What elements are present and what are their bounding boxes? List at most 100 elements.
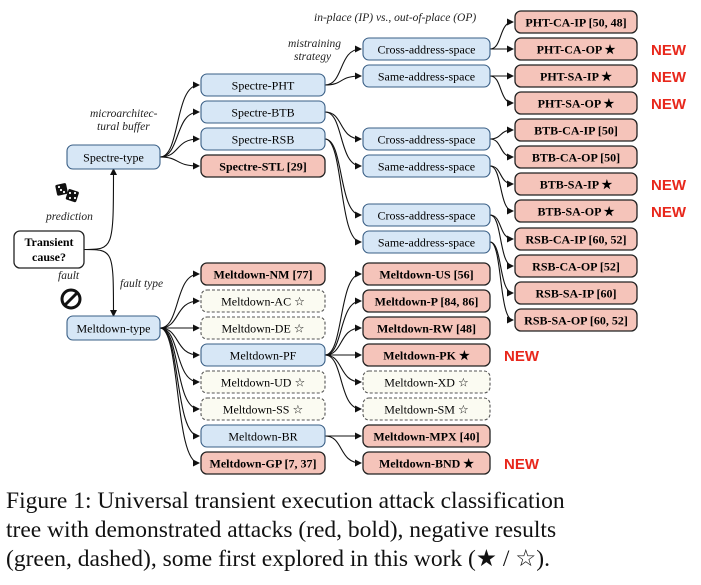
annotation-micro-2: tural buffer [97, 121, 150, 133]
node-rsb-sa: Same-address-space [362, 230, 491, 254]
node-pht-ca-ip-label: PHT-CA-IP [50, 48] [525, 15, 626, 29]
node-md-br-label: Meltdown-BR [228, 429, 297, 443]
node-btb-ca-op-label: BTB-CA-OP [50] [532, 150, 620, 164]
edge-btb_sa-to-btb_sa_op [489, 165, 514, 215]
edge-md_pf-to-md_us [324, 270, 362, 356]
annotation-fault: fault [58, 270, 80, 282]
node-rsb-sa-label: Same-address-space [378, 235, 475, 249]
node-pht-sa-ip-label: PHT-SA-IP ★ [540, 69, 612, 83]
node-spectre-rsb-label: Spectre-RSB [232, 132, 295, 146]
edge-rsb_ca-to-rsb_ca_op [489, 214, 514, 270]
new-badge: NEW [504, 456, 540, 473]
node-btb-ca-ip-label: BTB-CA-IP [50] [534, 123, 618, 137]
node-spectre-pht-label: Spectre-PHT [232, 78, 295, 92]
edge-spectre_pht-to-pht_sa [324, 72, 362, 86]
node-md-bnd-label: Meltdown-BND ★ [379, 456, 474, 470]
edge-rsb_ca-to-rsb_ca_ip [489, 214, 514, 243]
node-md-pf: Meltdown-PF [200, 343, 326, 367]
new-badge: NEW [651, 69, 687, 86]
node-pht-sa-label: Same-address-space [378, 69, 475, 83]
node-md-ud: Meltdown-UD ☆ [200, 370, 326, 394]
edge-btb_sa-to-btb_sa_ip [489, 165, 514, 188]
node-md-ac-label: Meltdown-AC ☆ [221, 294, 305, 308]
annotation-mistraining-2: strategy [294, 51, 332, 63]
node-spectre-rsb: Spectre-RSB [200, 127, 326, 151]
node-pht-ca: Cross-address-space [362, 37, 491, 61]
node-md-nm-label: Meltdown-NM [77] [214, 267, 313, 281]
edge-spectre_rsb-to-rsb_sa [324, 138, 362, 246]
node-rsb-sa-ip: RSB-SA-IP [60] [514, 281, 638, 305]
node-md-ss-label: Meltdown-SS ☆ [223, 402, 303, 416]
node-pht-ca-op-label: PHT-CA-OP ★ [537, 42, 616, 56]
node-md-mpx: Meltdown-MPX [40] [362, 424, 491, 448]
edge-root-to-spectre [83, 168, 117, 251]
new-badge: NEW [651, 96, 687, 113]
annotation-micro-1: microarchitec- [90, 108, 158, 120]
annotation-mistraining-1: mistraining [288, 38, 341, 50]
node-rsb-ca-ip-label: RSB-CA-IP [60, 52] [526, 232, 627, 246]
node-spectre-pht: Spectre-PHT [200, 73, 326, 97]
caption-line-2: tree with demonstrated attacks (red, bol… [6, 517, 557, 543]
node-meltdown-label: Meltdown-type [77, 321, 151, 335]
node-md-bnd: Meltdown-BND ★ [362, 451, 491, 475]
node-rsb-ca-op-label: RSB-CA-OP [52] [532, 259, 620, 273]
node-md-sm-label: Meltdown-SM ☆ [384, 402, 468, 416]
node-rsb-sa-op-label: RSB-SA-OP [60, 52] [524, 313, 628, 327]
node-md-mpx-label: Meltdown-MPX [40] [373, 429, 479, 443]
node-btb-sa-op-label: BTB-SA-OP ★ [537, 204, 614, 218]
node-md-pk-label: Meltdown-PK ★ [383, 348, 470, 362]
edge-btb_ca-to-btb_ca_ip [489, 126, 514, 140]
edge-pht_sa-to-pht_sa_op [489, 75, 514, 107]
node-spectre-label: Spectre-type [83, 150, 144, 164]
node-btb-sa-ip-label: BTB-SA-IP ★ [540, 177, 613, 191]
edge-md_br-to-md_bnd [324, 435, 362, 467]
node-spectre-stl-label: Spectre-STL [29] [219, 159, 306, 173]
node-md-gp: Meltdown-GP [7, 37] [200, 451, 326, 475]
node-md-rw-label: Meltdown-RW [48] [377, 321, 476, 335]
node-btb-ca: Cross-address-space [362, 127, 491, 151]
node-pht-sa-op: PHT-SA-OP ★ [514, 91, 638, 115]
node-md-pf-label: Meltdown-PF [230, 348, 297, 362]
node-rsb-ca-op: RSB-CA-OP [52] [514, 254, 638, 278]
node-md-ac: Meltdown-AC ☆ [200, 289, 326, 313]
node-pht-sa-ip: PHT-SA-IP ★ [514, 64, 638, 88]
annotation-fault-type: fault type [120, 278, 163, 290]
node-spectre-stl: Spectre-STL [29] [200, 154, 326, 178]
node-btb-ca-ip: BTB-CA-IP [50] [514, 118, 638, 142]
dice-icon [55, 183, 79, 203]
node-md-gp-label: Meltdown-GP [7, 37] [210, 456, 317, 470]
node-pht-sa: Same-address-space [362, 64, 491, 88]
node-md-rw: Meltdown-RW [48] [362, 316, 491, 340]
node-rsb-ca-label: Cross-address-space [378, 208, 476, 222]
edge-md_pf-to-md_p [324, 297, 362, 356]
edge-rsb_sa-to-rsb_sa_op [489, 241, 514, 324]
node-rsb-sa-op: RSB-SA-OP [60, 52] [514, 308, 638, 332]
edge-md_pf-to-md_xd [324, 354, 362, 386]
prohibited-icon [60, 288, 82, 310]
node-meltdown: Meltdown-type [66, 315, 161, 341]
node-btb-sa-label: Same-address-space [378, 159, 475, 173]
edge-spectre-to-spectre_stl [159, 156, 200, 170]
annotation-prediction: prediction [45, 211, 93, 223]
edge-md_pf-to-md_rw [324, 324, 362, 356]
figure-caption: Figure 1: Universal transient execution … [6, 487, 696, 574]
edge-meltdown-to-md_nm [159, 270, 200, 329]
edge-spectre_pht-to-pht_ca [324, 45, 362, 86]
edge-meltdown-to-md_ss [159, 327, 200, 413]
node-spectre-btb-label: Spectre-BTB [231, 105, 294, 119]
caption-line-1: Figure 1: Universal transient execution … [6, 488, 565, 514]
node-md-ud-label: Meltdown-UD ☆ [221, 375, 305, 389]
edge-spectre-to-spectre_btb [159, 108, 200, 158]
node-md-pk: Meltdown-PK ★ [362, 343, 491, 367]
edge-meltdown-to-md_gp [159, 327, 200, 467]
node-btb-ca-label: Cross-address-space [378, 132, 476, 146]
node-rsb-ca: Cross-address-space [362, 203, 491, 227]
node-btb-sa-ip: BTB-SA-IP ★ [514, 172, 638, 196]
node-md-nm: Meltdown-NM [77] [200, 262, 326, 286]
node-btb-ca-op: BTB-CA-OP [50] [514, 145, 638, 169]
edge-md_pf-to-md_sm [324, 354, 362, 413]
node-md-us-label: Meltdown-US [56] [379, 267, 473, 281]
